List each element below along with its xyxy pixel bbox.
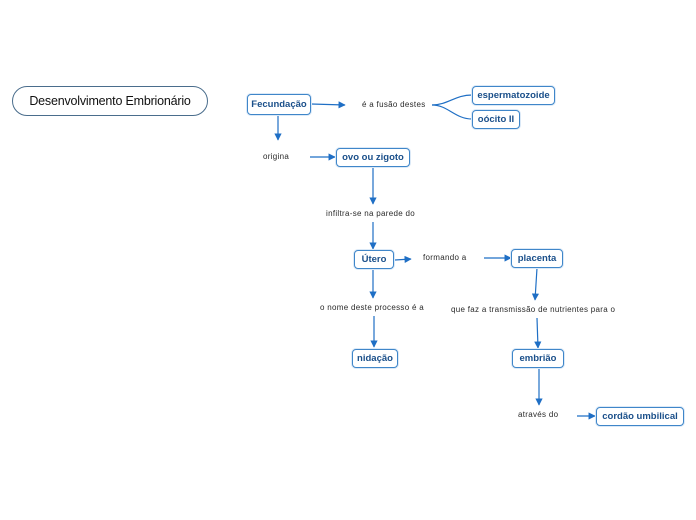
link-label-infiltra[interactable]: infiltra-se na parede do [326, 209, 416, 218]
link-label-atraves[interactable]: através do [518, 410, 559, 419]
node-ovo-zigoto[interactable]: ovo ou zigoto [336, 148, 410, 167]
node-cordao-umbilical[interactable]: cordão umbilical [596, 407, 684, 426]
link-label-fusao[interactable]: é a fusão destes [362, 100, 426, 109]
link-label-origina[interactable]: origina [263, 152, 290, 161]
map-title[interactable]: Desenvolvimento Embrionário [12, 86, 208, 116]
connector-utero-formando [394, 255, 412, 263]
connector-fecundacao-fusao [310, 101, 346, 109]
node-nidacao[interactable]: nidação [352, 349, 398, 368]
connector-placenta-transmissao [531, 267, 539, 301]
connector-fusao-espermatozoide [431, 94, 473, 106]
node-fecundacao[interactable]: Fecundação [247, 94, 311, 115]
connector-fusao-oocito [431, 104, 473, 120]
node-oocito[interactable]: oócito II [472, 110, 520, 129]
link-label-transmissao[interactable]: que faz a transmissão de nutrientes para… [451, 305, 616, 314]
node-placenta[interactable]: placenta [511, 249, 563, 268]
connector-transmissao-embriao [534, 317, 542, 349]
link-label-processo[interactable]: o nome deste processo é a [320, 303, 425, 312]
link-label-formando[interactable]: formando a [423, 253, 467, 262]
node-espermatozoide[interactable]: espermatozoide [472, 86, 555, 105]
node-utero[interactable]: Útero [354, 250, 394, 269]
node-embriao[interactable]: embrião [512, 349, 564, 368]
